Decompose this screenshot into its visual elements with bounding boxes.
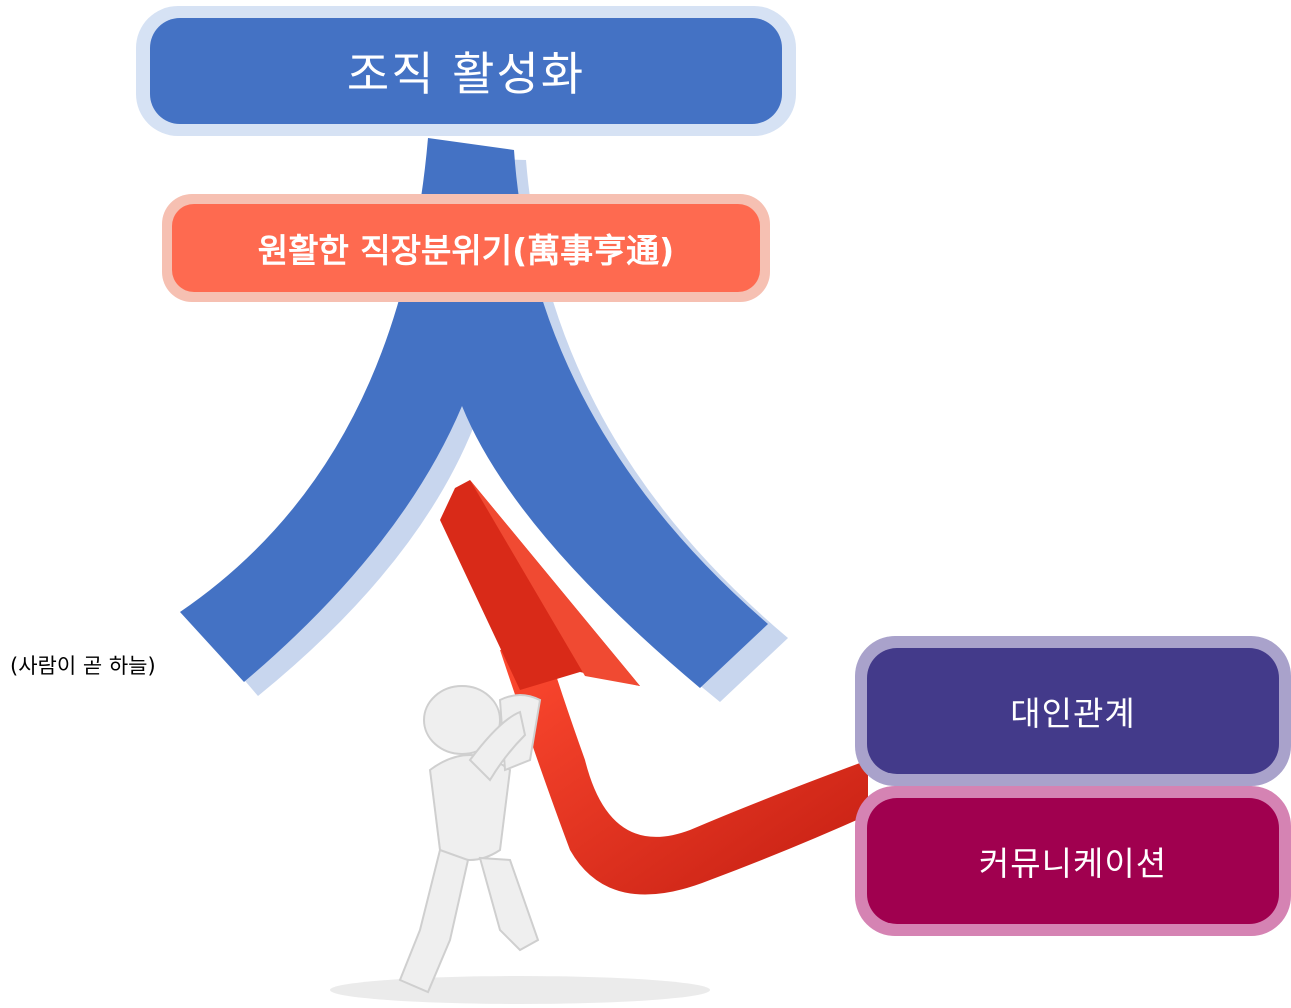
atmosphere-banner-text: 원활한 직장분위기(萬事亨通) (172, 204, 760, 292)
relations-label: 대인관계 (867, 648, 1279, 774)
title-box: 조직 활성화 (136, 6, 796, 136)
relations-box: 대인관계 (855, 636, 1291, 786)
atmosphere-banner: 원활한 직장분위기(萬事亨通) (162, 194, 770, 302)
title-text: 조직 활성화 (150, 18, 782, 124)
caption-text: (사람이 곧 하늘) (10, 654, 156, 678)
communication-box: 커뮤니케이션 (855, 786, 1291, 936)
communication-label: 커뮤니케이션 (867, 798, 1279, 924)
